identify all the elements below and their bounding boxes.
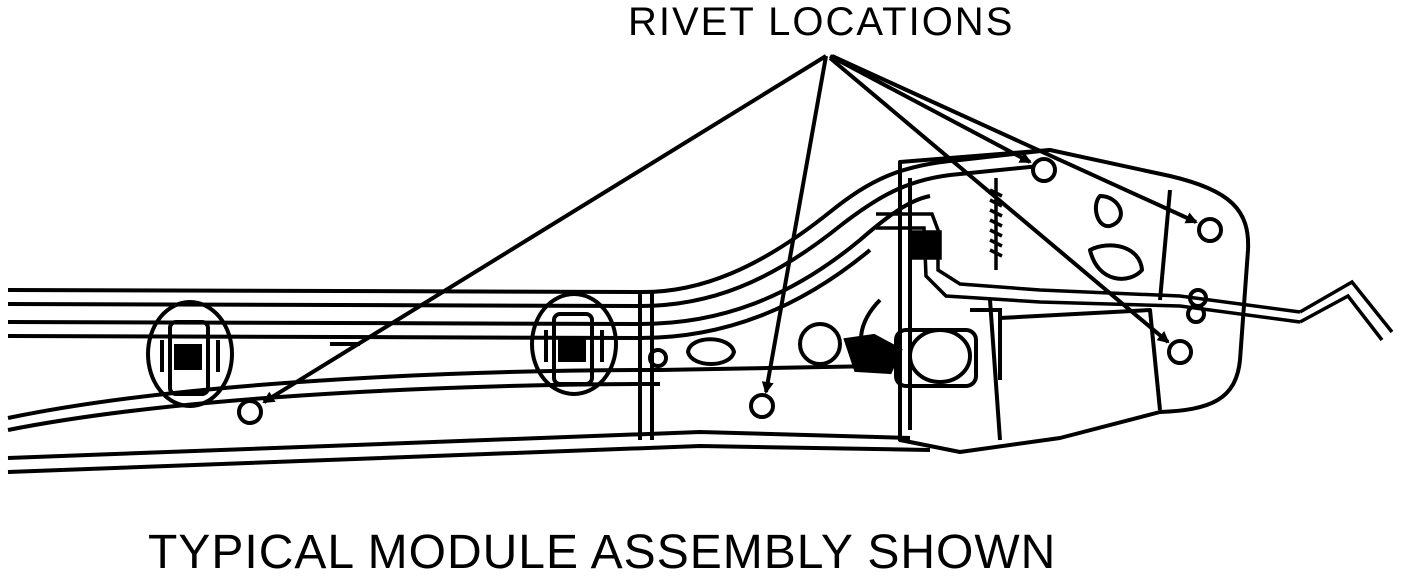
rivet-3 xyxy=(1031,157,1057,183)
rail-clip-middle xyxy=(530,292,618,396)
callout-arrows xyxy=(262,54,1198,404)
actuator-motor xyxy=(798,298,1002,388)
rivet-locations-label: RIVET LOCATIONS xyxy=(628,0,1015,44)
rivet-2 xyxy=(749,393,775,419)
diagram-caption: TYPICAL MODULE ASSEMBLY SHOWN xyxy=(148,526,1057,579)
spring-linkage xyxy=(876,178,1394,342)
rivet-1 xyxy=(237,399,263,425)
rivet-markers xyxy=(237,157,1223,425)
rivet-5 xyxy=(1167,339,1193,365)
rivet-4 xyxy=(1197,217,1223,243)
module-housing xyxy=(898,148,1251,454)
rail-clip-left xyxy=(146,300,234,408)
frame-rail xyxy=(7,148,1051,474)
